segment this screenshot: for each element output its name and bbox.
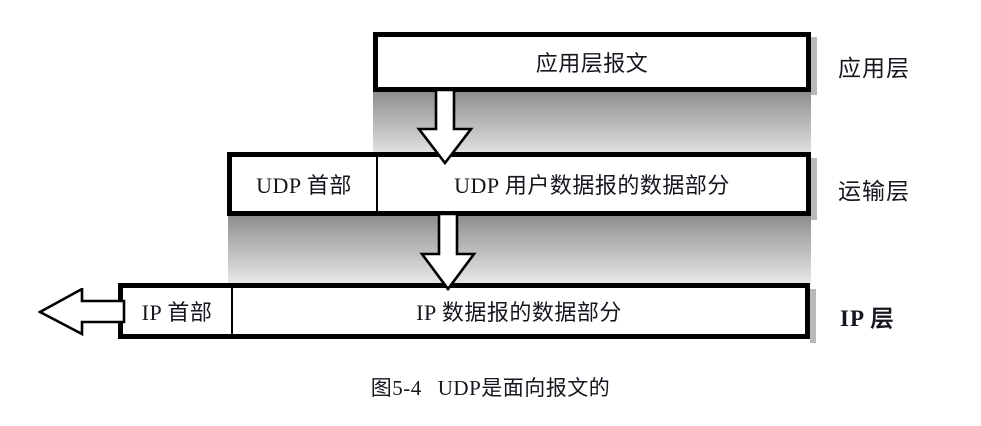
ip-header-label: IP 首部 [141, 300, 213, 325]
ip-payload-cell: IP 数据报的数据部分 [233, 288, 805, 334]
transport-box-shadow [811, 158, 817, 220]
arrow-down-application-to-transport [416, 89, 474, 165]
arrow-left-icon [38, 288, 126, 336]
figure-caption-text: UDP是面向报文的 [437, 376, 611, 400]
ip-box-shadow [810, 289, 816, 343]
udp-header-cell: UDP 首部 [232, 157, 378, 211]
udp-header-label: UDP 首部 [256, 173, 352, 198]
application-payload-label: 应用层报文 [535, 51, 649, 76]
application-payload-cell: 应用层报文 [378, 37, 806, 87]
udp-payload-cell: UDP 用户数据报的数据部分 [378, 157, 806, 211]
arrow-left-ip-outgoing [38, 288, 126, 336]
transport-layer-box: UDP 首部 UDP 用户数据报的数据部分 [227, 152, 811, 216]
arrow-down-icon [419, 213, 477, 291]
figure-caption: 图5-4 UDP是面向报文的 [0, 372, 981, 402]
side-label-transport: 运输层 [838, 179, 910, 204]
gradient-band-transport-ip [228, 216, 811, 284]
ip-header-cell: IP 首部 [123, 288, 233, 334]
arrow-down-transport-to-ip [419, 213, 477, 291]
side-label-ip: IP 层 [840, 306, 895, 331]
figure-caption-number: 图5-4 [370, 376, 422, 400]
side-label-application: 应用层 [838, 56, 910, 81]
application-box-shadow [811, 37, 817, 95]
udp-payload-label: UDP 用户数据报的数据部分 [454, 173, 730, 198]
ip-layer-box: IP 首部 IP 数据报的数据部分 [118, 283, 810, 339]
application-layer-box: 应用层报文 [373, 32, 811, 92]
arrow-down-icon [416, 89, 474, 165]
ip-payload-label: IP 数据报的数据部分 [416, 300, 622, 325]
